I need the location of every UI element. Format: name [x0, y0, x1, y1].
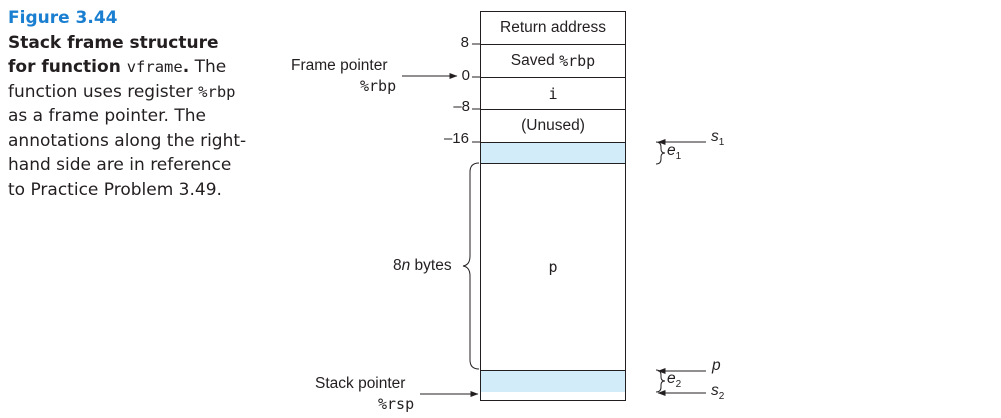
stack-block-i: i	[480, 77, 626, 110]
caption-body-1: The function uses register	[8, 57, 227, 102]
stack-block-p: p	[480, 163, 626, 371]
stack-block-return-address: Return address	[480, 11, 626, 45]
p-label: p	[548, 258, 558, 276]
unused-label: (Unused)	[521, 117, 585, 134]
i-label: i	[548, 84, 558, 103]
figure-label: Figure 3.44	[8, 8, 118, 28]
figure-title-text: Stack frame structure for function	[8, 32, 219, 78]
stack-block-unused: (Unused)	[480, 109, 626, 143]
s1-label: s1	[711, 128, 725, 149]
e2-brace	[655, 369, 666, 393]
e2-label: e2	[667, 370, 682, 391]
figure-title-code: vframe	[126, 58, 183, 76]
e1-brace	[655, 141, 666, 165]
stack-block-e2-padding	[480, 370, 626, 393]
stack-block-bottom	[480, 392, 626, 401]
s2-label: s2	[711, 382, 725, 403]
p-pointer-label: p	[712, 357, 721, 374]
offset-minus16: –16	[443, 130, 469, 147]
offset-8: 8	[460, 34, 469, 51]
figure-title: Stack frame structure for function vfram…	[8, 33, 219, 78]
bytes-brace	[462, 162, 480, 370]
offset-0: 0	[461, 67, 470, 84]
bytes-label: 8n bytes	[393, 257, 452, 274]
frame-pointer-label: Frame pointer	[291, 57, 388, 74]
saved-rbp-label: Saved	[510, 52, 560, 69]
saved-rbp-register: %rbp	[559, 52, 596, 70]
stack-block-e1-padding	[480, 142, 626, 164]
e1-label: e1	[667, 142, 682, 163]
figure-title-end: .	[182, 57, 190, 77]
caption-body-2: as a frame pointer. The annotations alon…	[8, 106, 247, 200]
stack-pointer-label: Stack pointer	[315, 375, 406, 392]
return-address-label: Return address	[500, 19, 606, 36]
frame-pointer-register: %rbp	[360, 77, 397, 95]
stack-pointer-register: %rsp	[378, 395, 415, 413]
caption-body-code: %rbp	[198, 82, 236, 101]
stack-block-saved-rbp: Saved %rbp	[480, 44, 626, 78]
offset-minus8: –8	[453, 98, 470, 115]
figure-caption: Figure 3.44 Stack frame structure for fu…	[8, 6, 248, 202]
